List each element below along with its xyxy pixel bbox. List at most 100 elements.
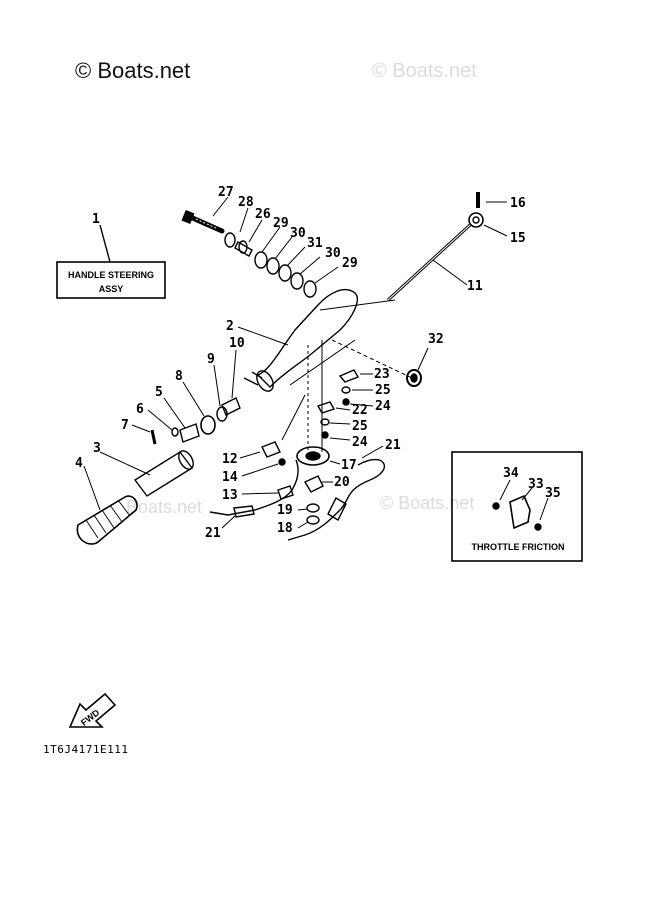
part-num-20: 20 (334, 475, 350, 490)
part-num-17: 17 (341, 458, 357, 473)
leader-22 (335, 407, 351, 411)
leader-24-b (329, 437, 351, 441)
part-num-8: 8 (175, 369, 183, 384)
bracket-22 (316, 401, 336, 414)
part-9 (216, 406, 228, 422)
throttle-shaft-3 (133, 451, 194, 497)
screw-7 (150, 429, 157, 445)
leader-5 (163, 397, 186, 429)
cable-end-21-right (327, 497, 347, 521)
leader-34 (499, 479, 511, 501)
part-num-5: 5 (155, 385, 163, 400)
leader-32 (417, 347, 429, 371)
part-18 (306, 515, 320, 525)
part-num-29-b: 29 (342, 256, 358, 271)
washer-30-b (290, 272, 304, 290)
leader-29-b (314, 266, 339, 284)
bolt-27-thread (195, 218, 219, 230)
leader-1 (99, 224, 111, 263)
leader-2 (237, 326, 289, 346)
collar-8 (200, 415, 216, 435)
collar-26-face (238, 240, 248, 254)
part-num-26: 26 (255, 207, 271, 222)
handle-shaft-stub-b (251, 371, 263, 379)
part-num-14: 14 (222, 470, 238, 485)
washer-31 (278, 264, 292, 282)
part-num-24-a: 24 (375, 399, 391, 414)
part-num-31: 31 (307, 236, 323, 251)
part-number-labels: 1 2 3 4 5 6 7 8 9 10 11 12 13 14 15 16 1… (75, 185, 561, 541)
leader-24-a (349, 403, 374, 407)
nut-32-center (410, 373, 418, 383)
washer-25-a (341, 386, 351, 394)
grip-4-texture (85, 499, 131, 539)
part-num-1: 1 (92, 212, 100, 227)
part-num-33: 33 (528, 477, 544, 492)
leader-25-b (329, 422, 351, 425)
washer-29-a (254, 251, 268, 269)
part-num-12: 12 (222, 452, 238, 467)
part-num-28: 28 (238, 195, 254, 210)
diagram-reference-code: 1T6J4171E111 (43, 743, 129, 756)
collar-26 (234, 241, 253, 257)
screw-24-b (321, 431, 329, 439)
part-num-2: 2 (226, 319, 234, 334)
part-num-15: 15 (510, 231, 526, 246)
part-num-21-right: 21 (385, 438, 401, 453)
part-num-23: 23 (374, 367, 390, 382)
part-num-25-a: 25 (375, 383, 391, 398)
spring-10 (221, 397, 241, 416)
throttle-friction-label: THROTTLE FRICTION (472, 542, 565, 552)
part-num-25-b: 25 (352, 419, 368, 434)
part-num-10: 10 (229, 336, 245, 351)
leader-9 (213, 364, 221, 407)
leader-26 (248, 219, 263, 243)
leader-8 (182, 381, 205, 417)
rod-joint-15 (468, 212, 484, 228)
leader-28 (239, 207, 249, 233)
pivot-guide-line-b (281, 394, 306, 441)
leader-18 (297, 521, 309, 529)
rod-connection-line (319, 299, 396, 311)
leader-12 (239, 451, 261, 459)
part-35 (534, 523, 542, 531)
leader-30-b (299, 256, 321, 275)
part-num-32: 32 (428, 332, 444, 347)
part-num-6: 6 (136, 402, 144, 417)
part-6 (171, 427, 179, 437)
leader-27 (212, 196, 229, 217)
grip-4 (76, 495, 138, 545)
part-20 (303, 475, 324, 493)
throttle-shaft-3-end (178, 450, 194, 470)
washer-28 (224, 232, 236, 248)
leader-4 (83, 465, 101, 511)
part-num-13: 13 (222, 488, 238, 503)
part-5 (179, 423, 200, 443)
boats-net-faint-watermark-right: © Boats.net (380, 493, 475, 513)
boats-net-faint-watermark-left: Boats.net (126, 497, 203, 517)
fwd-label: FWD (79, 707, 102, 728)
boats-net-faint-watermark-top: © Boats.net (372, 60, 477, 82)
leader-19 (297, 508, 309, 511)
part-num-4: 4 (75, 456, 83, 471)
handle-steering-label-line1: HANDLE STEERING (68, 270, 154, 280)
bolt-27-head (181, 209, 195, 225)
throttle-friction-box (451, 451, 583, 562)
part-12 (261, 441, 281, 458)
leader-10 (231, 349, 237, 399)
part-13 (277, 485, 294, 500)
boats-net-watermark: © Boats.net (75, 58, 191, 83)
part-num-29-a: 29 (273, 216, 289, 231)
fwd-arrow-icon (68, 692, 117, 728)
part-num-24-b: 24 (352, 435, 368, 450)
leader-17 (329, 460, 341, 465)
part-num-30-a: 30 (290, 226, 306, 241)
rod-joint-15-hole (472, 216, 480, 224)
handle-steering-box (56, 261, 166, 299)
leader-21-left (221, 514, 237, 529)
washer-29-b (303, 280, 317, 298)
part-num-18: 18 (277, 521, 293, 536)
screw-14 (278, 458, 286, 466)
leader-35 (539, 497, 549, 521)
